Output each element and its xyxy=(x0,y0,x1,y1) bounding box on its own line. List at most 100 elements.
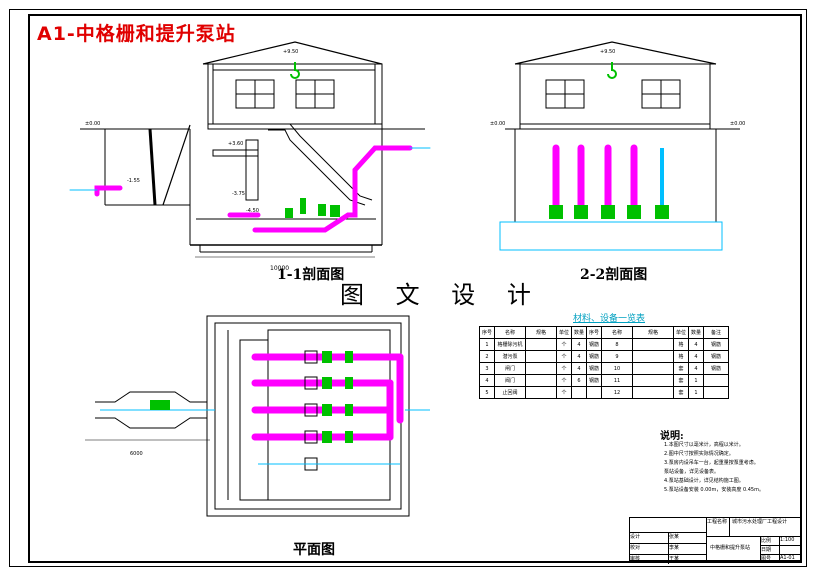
table-cell xyxy=(632,374,674,387)
section-1-1-pipes xyxy=(69,145,431,233)
table-header: 序号 xyxy=(586,326,602,339)
table-cell: 1 xyxy=(688,386,704,399)
elev-ground-1: ±0.00 xyxy=(85,121,100,127)
table-cell xyxy=(525,374,557,387)
table-header-row: 序号 名称 规格 单位 数量 序号 名称 规格 单位 数量 备注 xyxy=(479,326,729,339)
elev-bottom-1: -4.50 xyxy=(246,208,259,214)
drawing-title: A1-中格栅和提升泵站 xyxy=(37,23,236,45)
table-cell: 钢筋 xyxy=(586,374,602,387)
role-label: 校对 xyxy=(630,544,669,554)
note-line: 4.泵站基础设计，详见结构施工图。 xyxy=(664,478,744,484)
equipment-table: 序号 名称 规格 单位 数量 序号 名称 规格 单位 数量 备注 1 格栅除污机… xyxy=(479,326,729,399)
table-cell: 格 xyxy=(673,350,689,363)
title-block-row: 审核 王某 xyxy=(630,555,706,564)
table-cell: 6 xyxy=(571,374,587,387)
table-cell xyxy=(703,386,729,399)
title-block-row: 校对 李某 xyxy=(630,544,706,555)
table-header: 规格 xyxy=(525,326,557,339)
elev-pump-1: -3.75 xyxy=(232,191,245,197)
table-cell xyxy=(632,362,674,375)
role-label: 审核 xyxy=(630,555,669,564)
role-label: 设计 xyxy=(630,533,669,543)
table-header: 数量 xyxy=(688,326,704,339)
note-line: 3.泵房内设吊车一台，起重量按泵重考虑。 xyxy=(664,460,759,466)
table-header: 单位 xyxy=(556,326,572,339)
plan-pipes xyxy=(251,353,404,441)
table-cell: 4 xyxy=(571,362,587,375)
table-cell: 闸门 xyxy=(494,362,526,375)
elev-ground-2b: ±0.00 xyxy=(730,121,745,127)
section-2-2-pump-bases xyxy=(549,205,669,219)
table-header: 数量 xyxy=(571,326,587,339)
table-cell: 钢筋 xyxy=(703,338,729,351)
table-cell: 格栅除污机 xyxy=(494,338,526,351)
elev-water-1: -1.55 xyxy=(127,178,140,184)
view-title-plan: 平面图 xyxy=(293,542,335,558)
elev-ground-2: ±0.00 xyxy=(490,121,505,127)
table-cell: 1 xyxy=(479,338,495,351)
role-name: 李某 xyxy=(669,545,680,551)
table-cell: 钢筋 xyxy=(586,362,602,375)
table-row: 2 潜污泵 个 4 钢筋 9 格 4 钢筋 xyxy=(479,350,729,363)
title-block-left: 设计 张某 校对 李某 审核 王某 xyxy=(630,518,707,564)
table-header: 名称 xyxy=(601,326,633,339)
table-cell: 阀门 xyxy=(494,374,526,387)
table-cell: 1 xyxy=(688,374,704,387)
view-title-section-1-1: 1-1剖面图 xyxy=(277,267,345,283)
table-header: 备注 xyxy=(703,326,729,339)
table-cell xyxy=(571,386,587,399)
title-block-meta: 比例 1:100 日期 图号 A1-01 xyxy=(760,537,800,563)
watermark-text: 图 文 设 计 xyxy=(340,281,543,309)
table-cell: 10 xyxy=(601,362,633,375)
table-cell xyxy=(632,338,674,351)
table-cell: 4 xyxy=(688,338,704,351)
elev-roof-1: +9.50 xyxy=(283,49,298,55)
date-label: 日期 xyxy=(761,546,780,554)
elev-roof-2: +9.50 xyxy=(600,49,615,55)
note-line: 1.本图尺寸以毫米计，高程以米计。 xyxy=(664,442,744,448)
crane-hook-2-icon xyxy=(607,62,617,79)
table-cell xyxy=(525,386,557,399)
project-value: 城市污水处理厂工程设计 xyxy=(732,519,788,525)
project-label: 工程名称 xyxy=(707,518,730,536)
note-line: 泵站设备，详见设备表。 xyxy=(664,469,720,475)
section-2-2-drawing xyxy=(505,41,740,222)
table-header: 规格 xyxy=(632,326,674,339)
table-cell xyxy=(586,386,602,399)
sheet-value: A1-01 xyxy=(780,555,795,561)
note-line: 2.图中尺寸按照实际情况确定。 xyxy=(664,451,734,457)
section-1-1-valves xyxy=(285,198,340,218)
table-cell xyxy=(525,350,557,363)
plan-valves xyxy=(150,351,353,443)
table-cell: 钢筋 xyxy=(586,338,602,351)
crane-hook-icon xyxy=(290,62,300,79)
section-2-2-pumps xyxy=(552,144,638,209)
table-header: 序号 xyxy=(479,326,495,339)
elev-floor-1: +3.60 xyxy=(228,141,243,147)
equipment-table-title: 材料、设备一览表 xyxy=(573,314,646,324)
table-cell: 4 xyxy=(688,350,704,363)
sheet-label: 图号 xyxy=(761,555,780,563)
table-cell: 4 xyxy=(571,338,587,351)
table-cell: 2 xyxy=(479,350,495,363)
table-cell: 5 xyxy=(479,386,495,399)
notes-title: 说明: xyxy=(660,431,684,442)
table-row: 5 止回阀 个 12 套 1 xyxy=(479,386,729,399)
drawing-name: 中格栅和提升泵站 xyxy=(710,545,751,551)
note-line: 5.泵站设备安装 0.00m，安装高度 0.45m。 xyxy=(664,487,764,493)
table-cell: 钢筋 xyxy=(703,350,729,363)
table-cell: 8 xyxy=(601,338,633,351)
table-cell xyxy=(525,338,557,351)
water-tank-outline xyxy=(499,221,723,251)
table-cell: 3 xyxy=(479,362,495,375)
table-header: 名称 xyxy=(494,326,526,339)
table-cell: 个 xyxy=(556,374,572,387)
table-header: 单位 xyxy=(673,326,689,339)
notes-block: 1.本图尺寸以毫米计，高程以米计。 2.图中尺寸按照实际情况确定。 3.泵房内设… xyxy=(664,441,794,495)
role-name: 王某 xyxy=(669,556,680,562)
table-cell xyxy=(632,350,674,363)
table-cell: 9 xyxy=(601,350,633,363)
table-cell xyxy=(632,386,674,399)
table-cell: 个 xyxy=(556,386,572,399)
plan-dim: 6000 xyxy=(130,451,143,457)
